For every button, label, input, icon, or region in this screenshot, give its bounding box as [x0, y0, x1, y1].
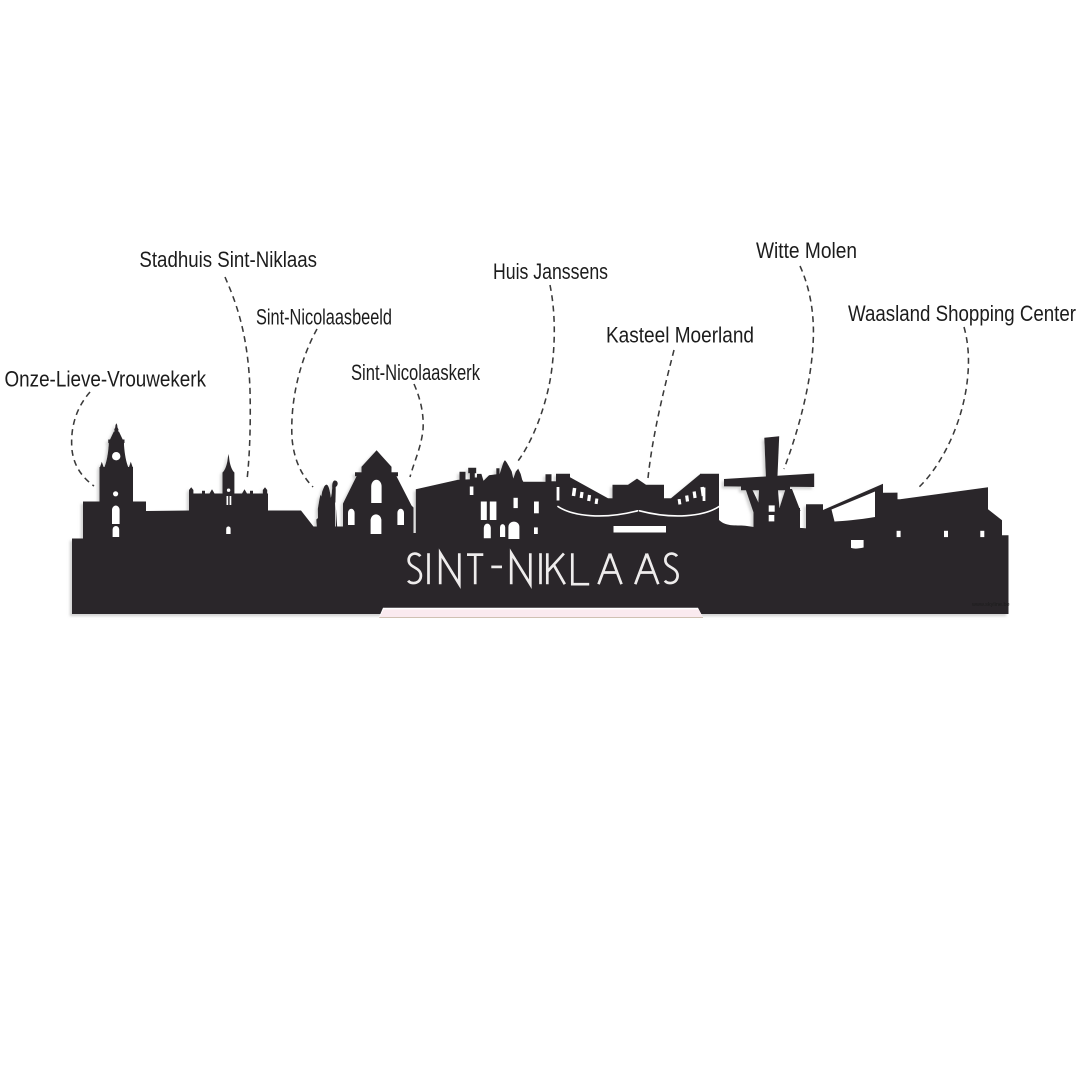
svg-text:Sint-Nicolaasbeeld: Sint-Nicolaasbeeld	[256, 305, 392, 330]
svg-text:Huis Janssens: Huis Janssens	[493, 259, 608, 284]
svg-text:Sint-Nicolaaskerk: Sint-Nicolaaskerk	[351, 360, 480, 385]
svg-text:Onze-Lieve-Vrouwekerk: Onze-Lieve-Vrouwekerk	[5, 367, 207, 392]
svg-text:Stadhuis Sint-Niklaas: Stadhuis Sint-Niklaas	[139, 247, 317, 272]
svg-text:Witte Molen: Witte Molen	[756, 238, 857, 263]
svg-text:www.skyline.be: www.skyline.be	[971, 602, 1010, 608]
svg-text:Waasland Shopping Center: Waasland Shopping Center	[848, 301, 1076, 326]
svg-text:Kasteel Moerland: Kasteel Moerland	[606, 323, 754, 348]
